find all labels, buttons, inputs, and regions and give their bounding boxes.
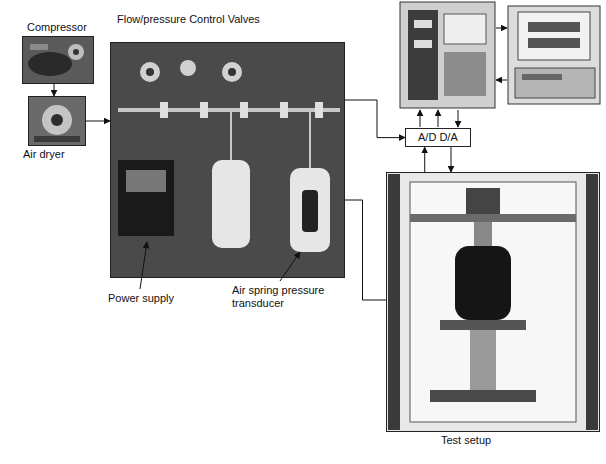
connector-line [54, 84, 55, 96]
test-setup-photo [430, 390, 536, 402]
signal-arrows [420, 110, 421, 127]
compressor-photo [68, 44, 84, 60]
compressor-photo [22, 36, 94, 84]
valve-panel-photo [230, 112, 232, 160]
controller-photo [414, 40, 432, 48]
test-setup-photo: Test setup [386, 172, 600, 432]
signal-arrows [420, 28, 507, 127]
test-setup-photo [466, 188, 500, 214]
photo-caption: Compressor [27, 21, 87, 34]
valve-panel-photo [110, 42, 345, 278]
valve-panel-photo [290, 168, 330, 252]
valve-panel-photo [146, 68, 154, 76]
test-setup-photo [586, 174, 598, 430]
test-setup-photo [474, 222, 492, 246]
leader-lines [280, 252, 300, 281]
signal-arrows [496, 28, 507, 29]
connector-line [345, 100, 405, 138]
test-setup-photo [386, 172, 600, 432]
air-dryer-photo [51, 114, 63, 126]
compressor-photo [73, 49, 79, 55]
air-dryer-photo [42, 105, 72, 135]
valve-panel-photo [315, 102, 323, 118]
signal-arrows [496, 80, 507, 81]
test-setup-photo [455, 246, 511, 320]
computer-photo [508, 6, 600, 104]
valve-panel-photo [222, 62, 242, 82]
computer-photo [515, 68, 595, 98]
valve-panel-photo [200, 102, 208, 118]
controller-photo [400, 2, 495, 108]
connector-line [86, 121, 110, 122]
valve-panel-photo [126, 170, 166, 192]
valve-panel-photo [302, 190, 318, 232]
valve-panel-photo [160, 102, 168, 118]
box-label: A/D D/A [418, 131, 458, 144]
connector-line [345, 200, 386, 300]
valve-panel-photo [118, 108, 340, 112]
controller-photo [444, 14, 486, 44]
part-label: Air spring pressure transducer [232, 284, 340, 310]
computer-photo [528, 38, 580, 48]
valve-panel-photo [309, 112, 311, 168]
controller-photo [444, 52, 486, 96]
controller-photo [414, 20, 432, 28]
air-dryer-photo [34, 136, 80, 142]
test-setup-photo [410, 182, 576, 422]
photo-caption: Test setup [441, 434, 491, 447]
controller-photo [400, 2, 495, 108]
air-dryer-photo: Air dryer [28, 96, 86, 146]
computer-photo [528, 22, 580, 32]
compressor-photo [30, 44, 48, 50]
controller-photo [408, 10, 438, 100]
leader-lines [140, 242, 300, 289]
test-setup-photo [470, 330, 496, 390]
compressor-photo [22, 36, 94, 84]
test-setup-photo [410, 214, 576, 222]
computer-photo [518, 12, 590, 60]
compressor-photo: Compressor [22, 36, 94, 84]
air-dryer-photo [28, 96, 86, 146]
test-setup-photo [388, 174, 400, 430]
test-setup-photo [386, 172, 600, 432]
leader-lines [140, 242, 147, 289]
computer-photo [522, 74, 562, 80]
converter-box: A/D D/A [405, 128, 471, 147]
valve-panel-photo [240, 102, 248, 118]
compressor-photo [28, 52, 72, 76]
air-dryer-photo [28, 96, 86, 146]
valve-panel-photo: Flow/pressure Control Valves [110, 42, 345, 278]
valve-panel-photo [228, 68, 236, 76]
photo-caption: Air dryer [23, 148, 65, 161]
valve-panel-photo [118, 160, 174, 236]
signal-arrows [438, 110, 439, 127]
photo-caption: Flow/pressure Control Valves [117, 13, 260, 26]
valve-panel-photo [280, 102, 288, 118]
test-setup-photo [440, 320, 526, 330]
valve-panel-photo [140, 62, 160, 82]
valve-panel-photo [212, 160, 250, 248]
connector-line [451, 147, 452, 172]
signal-arrows [458, 110, 459, 127]
computer-photo [508, 6, 600, 104]
valve-panel-photo [110, 42, 345, 278]
part-label: Power supply [108, 292, 174, 305]
valve-panel-photo [180, 60, 196, 76]
connector-line [424, 147, 425, 172]
